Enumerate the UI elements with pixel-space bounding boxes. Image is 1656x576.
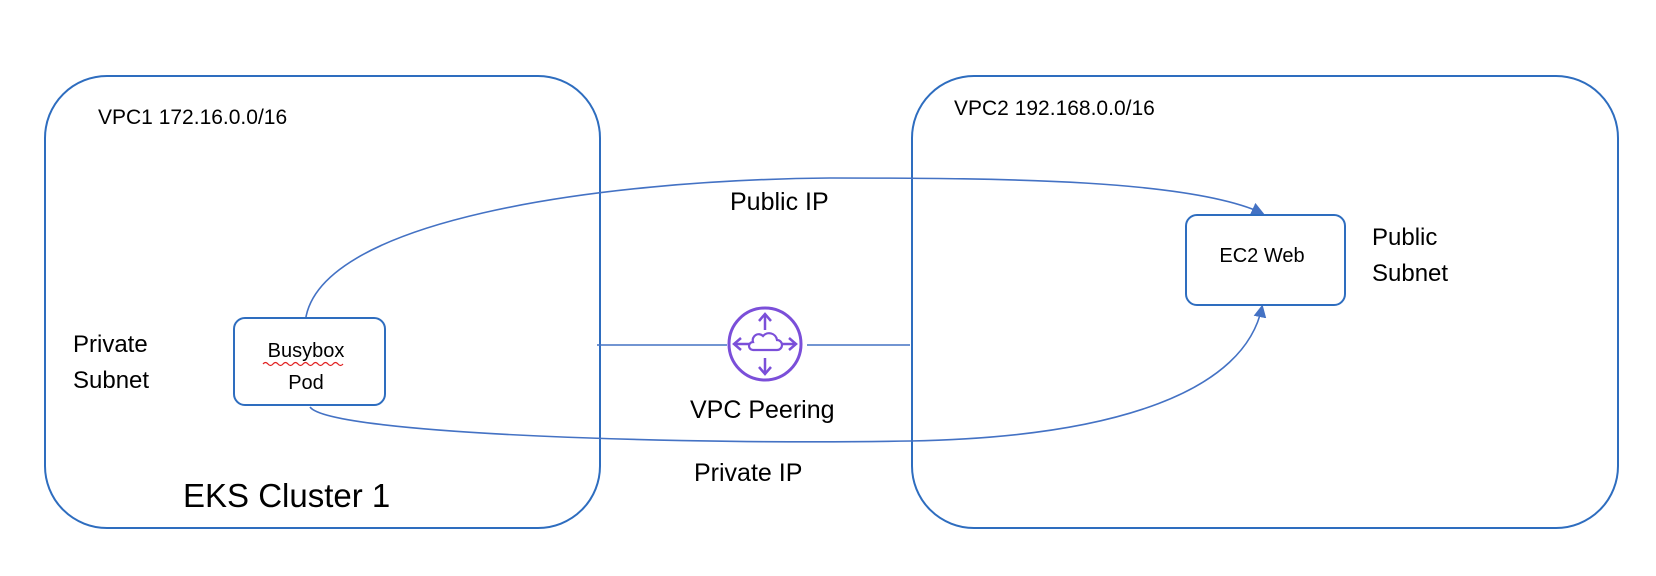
busybox-pod-label-line1: Busybox: [268, 340, 345, 362]
vpc2-container: [911, 75, 1619, 529]
peering-label: VPC Peering: [690, 396, 835, 424]
vpc1-label: VPC1 172.16.0.0/16: [98, 106, 287, 129]
private-ip-label: Private IP: [694, 459, 802, 487]
busybox-pod-node: [233, 317, 386, 406]
public-ip-connection: [304, 177, 1265, 326]
busybox-pod-label-line2: Pod: [288, 372, 324, 394]
public-ip-label: Public IP: [730, 188, 829, 216]
vpc-peering-icon: [727, 306, 803, 382]
vpc1-subnet-label-line1: Private: [73, 331, 148, 358]
vpc1-container: [44, 75, 601, 529]
vpc1-subnet-label-line2: Subnet: [73, 367, 149, 394]
private-ip-connection: [309, 304, 1267, 443]
ec2-web-node: [1185, 214, 1346, 306]
cluster-label: EKS Cluster 1: [183, 477, 390, 514]
ec2-web-label: EC2 Web: [1219, 245, 1304, 267]
spellcheck-underline: [262, 361, 344, 367]
vpc2-subnet-label-line2: Subnet: [1372, 260, 1448, 287]
vpc2-subnet-label-line1: Public: [1372, 224, 1437, 251]
vpc2-label: VPC2 192.168.0.0/16: [954, 97, 1155, 120]
